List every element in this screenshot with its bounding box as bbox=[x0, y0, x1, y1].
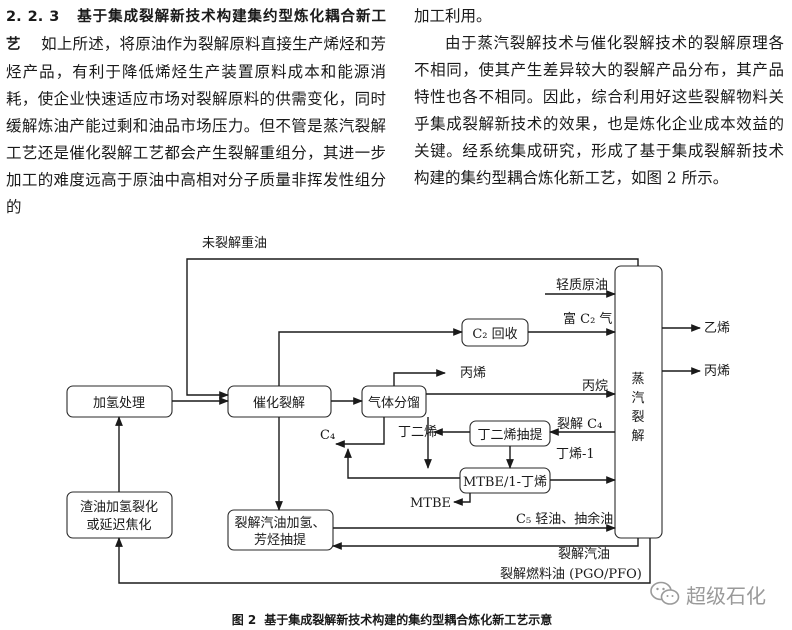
box-mtbe-label: MTBE/1-丁烯 bbox=[463, 475, 547, 490]
box-butadiene-extraction-label: 丁二烯抽提 bbox=[477, 427, 542, 443]
process-flow-diagram: 加氢处理 催化裂解 气体分馏 C₂ 回收 丁二烯抽提 MTBE/1-丁烯 裂解汽… bbox=[66, 235, 730, 584]
label-propylene-from-gf: 丙烯 bbox=[460, 366, 486, 381]
body-paragraph-right: 由于蒸汽裂解技术与催化裂解技术的裂解原理各不相同，使其产生差异较大的裂解产品分布… bbox=[414, 34, 784, 187]
flow-gf-c4 bbox=[335, 417, 385, 448]
label-mtbe-product: MTBE bbox=[410, 496, 451, 511]
label-propylene-out: 丙烯 bbox=[704, 364, 730, 379]
flow-gf-propylene bbox=[393, 369, 446, 386]
label-unconverted-heavy-oil: 未裂解重油 bbox=[202, 235, 267, 251]
box-gasoline-hydro-label-2: 芳烃抽提 bbox=[254, 532, 306, 548]
box-steam-cracking-char-4: 解 bbox=[631, 429, 644, 444]
label-c5-raffinate: C₅ 轻油、抽余油 bbox=[516, 511, 613, 527]
section-title: 基于集成裂解新技术构建集约型炼化耦 bbox=[77, 9, 341, 25]
label-pyrolysis-fuel-oil: 裂解燃料油 (PGO/PFO) bbox=[500, 566, 642, 582]
body-paragraph-left: 如上所述，将原油作为裂解原料直接生产烯烃和芳烃产品，有利于降低烯烃生产装置原料成… bbox=[6, 35, 386, 216]
figure-title: 基于集成裂解新技术构建的集约型耦合炼化新工艺示意 bbox=[264, 613, 553, 627]
box-steam-cracking-char-2: 汽 bbox=[631, 391, 644, 406]
wechat-icon bbox=[650, 581, 680, 605]
box-gasoline-hydro-label-1: 裂解汽油加氢、 bbox=[234, 516, 325, 531]
figure-number: 图 2 bbox=[231, 613, 257, 627]
label-cracked-c4: 裂解 C₄ bbox=[557, 417, 602, 432]
box-c2-recovery-label: C₂ 回收 bbox=[472, 327, 517, 342]
box-residue-hydrocracking-label-2: 或延迟焦化 bbox=[86, 518, 151, 533]
label-c4: C₄ bbox=[320, 428, 335, 443]
label-pyrolysis-gasoline: 裂解汽油 bbox=[558, 547, 610, 562]
text-column-left: 2. 2. 3 基于集成裂解新技术构建集约型炼化耦合新工艺 如上所述，将原油作为… bbox=[6, 3, 386, 221]
label-rich-c2-gas: 富 C₂ 气 bbox=[563, 311, 612, 327]
section-number: 2. 2. 3 bbox=[6, 9, 60, 25]
watermark: 超级石化 bbox=[650, 580, 766, 608]
label-butadiene: 丁二烯 bbox=[398, 425, 437, 440]
flow-pyrolysis-gasoline bbox=[332, 538, 639, 550]
body-continuation: 加工利用。 bbox=[414, 7, 492, 25]
flow-cat-to-c2 bbox=[278, 328, 463, 386]
label-butene1: 丁烯-1 bbox=[556, 447, 595, 462]
flow-mtbe-product bbox=[453, 493, 471, 506]
box-residue-hydrocracking-label-1: 渣油加氢裂化 bbox=[80, 500, 158, 515]
label-propane: 丙烷 bbox=[582, 379, 608, 394]
box-hydrotreating-label: 加氢处理 bbox=[93, 396, 145, 411]
box-catalytic-cracking-label: 催化裂解 bbox=[253, 396, 305, 411]
text-column-right: 加工利用。 由于蒸汽裂解技术与催化裂解技术的裂解原理各不相同，使其产生差异较大的… bbox=[414, 3, 784, 192]
flow-pyrolysis-fuel-oil bbox=[115, 537, 651, 584]
box-steam-cracking-char-3: 裂 bbox=[631, 410, 644, 425]
box-gas-fractionation-label: 气体分馏 bbox=[368, 395, 420, 411]
box-steam-cracking-char-1: 蒸 bbox=[631, 372, 644, 387]
label-light-crude: 轻质原油 bbox=[556, 278, 608, 293]
label-ethylene: 乙烯 bbox=[704, 321, 730, 336]
section-title-cont: 合新工艺 bbox=[6, 9, 387, 53]
flow-c4-recycle bbox=[344, 448, 460, 479]
flow-unconverted-heavy-oil bbox=[186, 258, 639, 399]
watermark-text: 超级石化 bbox=[686, 583, 766, 608]
figure-caption: 图 2 基于集成裂解新技术构建的集约型耦合炼化新工艺示意 bbox=[0, 611, 792, 628]
